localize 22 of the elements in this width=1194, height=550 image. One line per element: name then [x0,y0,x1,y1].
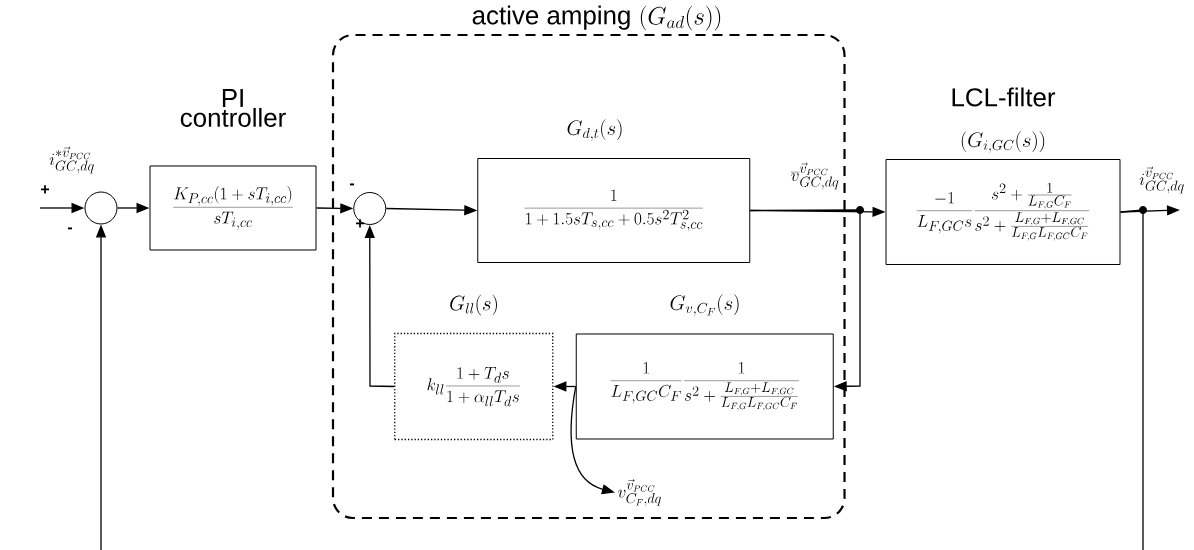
block-heading: $(G_{i,GC}(s))$ [961,131,1045,153]
sign-label: - [350,183,355,186]
transfer-function-block: $\frac{K_{P,cc}(1+sT_{i,cc})}{sT_{i,cc}}$ [149,165,317,251]
transfer-function-block: $\frac{1}{1+1.5sT_{s,cc}+0.5s^2T_{s,cc}^2}$ [477,158,751,263]
signal-label: $\overline{v}_{GC,dq}^{\vec{v}_{PCC}}$ [789,161,841,191]
arrow [749,209,861,392]
boundary-title: active amping $(G_{ad}(s))$ [472,5,721,31]
block-heading: $G_{d,t}(s)$ [567,119,622,141]
sign-label: + [41,185,49,194]
transfer-function-block: $\frac{-1}{L_{F,GC}s}\frac{s^2+\frac{1}{L_{F,G}C_F}}{s^2+\frac{L_{F,G}+L_{F,GC}}{L_{F,G}L_{F,GC}C_F}}$ [885,159,1121,265]
summing-junction [84,191,118,225]
sign-label: - [68,227,73,230]
transfer-function-block: $\frac{1}{L_{F,GC}C_F}\frac{1}{s^2+\frac{L_{F,G}+L_{F,GC}}{L_{F,G}L_{F,GC}C_F}}$ [575,333,834,440]
block-heading: LCL-filter [952,87,1056,107]
signal-label: $i_{GC,dq}^{\vec{v}_{PCC}}$ [1138,165,1186,195]
block-heading: $G_{ll}(s)$ [450,294,497,316]
sign-label: + [356,219,364,228]
block-heading: $G_{v,C_F}(s)$ [670,294,739,316]
block-heading: PI controller [180,89,286,127]
signal-label: $i_{GC,dq}^{*\vec{v}_{PCC}}$ [48,145,96,175]
signal-label: $v_{C_F,dq}^{\vec{v}_{PCC}}$ [618,479,661,506]
transfer-function-block: $k_{ll}\frac{1+T_ds}{1+\alpha_{ll}T_ds}$ [394,332,554,441]
